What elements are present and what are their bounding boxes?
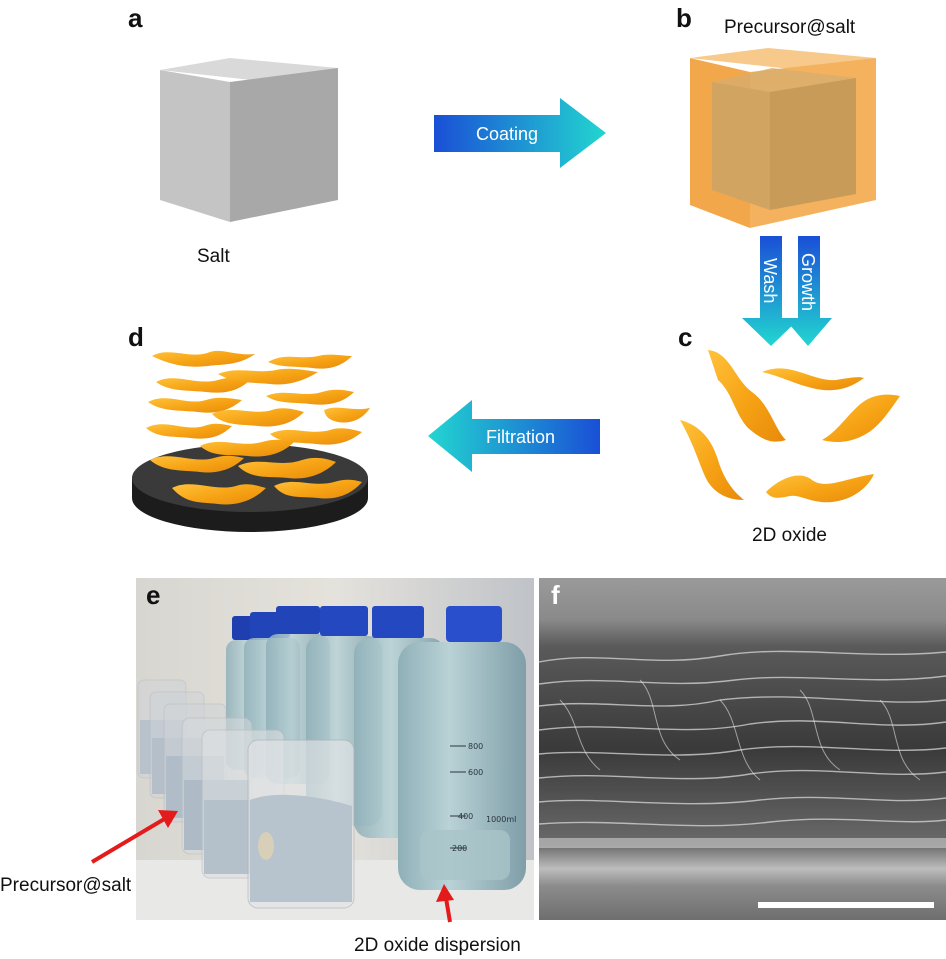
growth-arrow-label: Growth xyxy=(798,253,818,311)
dispersion-photo-label: 2D oxide dispersion xyxy=(354,935,521,956)
growth-arrow: Growth xyxy=(784,236,832,346)
panel-f-sem: f xyxy=(539,578,946,920)
panel-e-label: e xyxy=(146,580,160,610)
dispersion-annotation: 2D oxide dispersion xyxy=(354,884,521,956)
precursor-photo-label: Precursor@salt xyxy=(0,875,132,896)
mark-800: 800 xyxy=(468,742,483,751)
oxide-nanosheets xyxy=(680,350,900,503)
mark-200: 200 xyxy=(452,844,467,853)
salt-cube xyxy=(160,58,338,222)
precursor-annotation: Precursor@salt xyxy=(0,810,178,896)
coating-arrow-label: Coating xyxy=(476,124,538,144)
scale-bar xyxy=(758,902,934,908)
bottle-graduations: 800 600 400 200 1000ml xyxy=(450,742,516,853)
panel-a-label: a xyxy=(128,3,143,33)
filtration-arrow-label: Filtration xyxy=(486,427,555,447)
wash-arrow-label: Wash xyxy=(760,258,780,303)
sheet-wrinkles xyxy=(559,679,921,781)
wash-arrow: Wash xyxy=(742,236,800,346)
panel-b-label: b xyxy=(676,3,692,33)
mark-600: 600 xyxy=(468,768,483,777)
precursor-salt-caption: Precursor@salt xyxy=(724,17,856,38)
panel-d-label: d xyxy=(128,322,144,352)
mark-400: 400 xyxy=(458,812,473,821)
oxide-caption: 2D oxide xyxy=(752,525,827,546)
salt-caption: Salt xyxy=(197,246,230,267)
beakers xyxy=(137,679,355,909)
panel-e-photo: 800 600 400 200 1000ml e xyxy=(136,578,534,920)
panel-c: c 2D oxide xyxy=(678,322,900,546)
panel-a: a Salt xyxy=(128,3,338,267)
reagent-bottles xyxy=(226,606,526,890)
layered-texture xyxy=(539,650,946,827)
panel-b: b Precursor@salt xyxy=(676,3,876,228)
panel-d: d xyxy=(128,322,370,532)
coating-arrow: Coating xyxy=(434,98,606,168)
panel-f-label: f xyxy=(551,580,560,610)
panel-c-label: c xyxy=(678,322,692,352)
filtration-arrow: Filtration xyxy=(428,400,600,472)
stacked-nanosheets xyxy=(146,350,370,505)
precursor-coated-cube xyxy=(690,48,876,228)
mark-1000ml: 1000ml xyxy=(486,815,516,824)
